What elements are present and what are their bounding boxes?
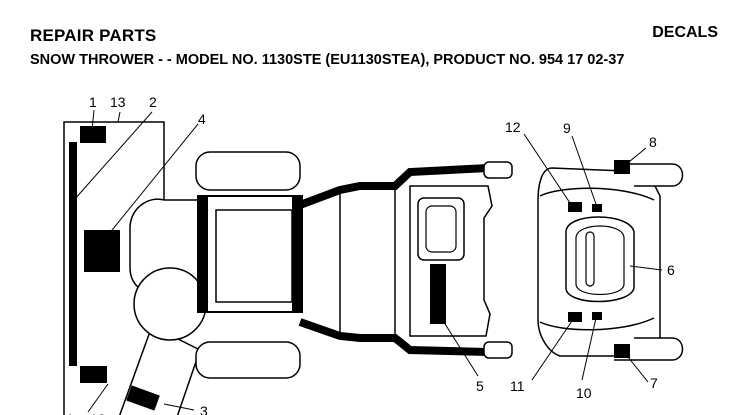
decal-1-bottom bbox=[80, 366, 107, 383]
decal-5 bbox=[430, 264, 446, 324]
callout-7: 7 bbox=[650, 375, 658, 391]
handle-frame bbox=[298, 161, 513, 359]
model-subtitle: SNOW THROWER - - MODEL NO. 1130STE (EU11… bbox=[30, 52, 625, 68]
callout-13-top: 13 bbox=[110, 94, 126, 110]
callout-5: 5 bbox=[476, 378, 484, 394]
decal-12 bbox=[568, 202, 582, 212]
leader-lines bbox=[73, 109, 663, 413]
discharge-chute-lower bbox=[119, 267, 207, 415]
decal-11 bbox=[568, 312, 582, 322]
auger-housing-panel bbox=[63, 121, 165, 415]
engine-body bbox=[195, 151, 303, 379]
decal-2-strip bbox=[69, 142, 77, 366]
decal-8 bbox=[614, 160, 630, 174]
callout-3: 3 bbox=[200, 403, 208, 415]
callout-2-top: 2 bbox=[149, 94, 157, 110]
callout-6: 6 bbox=[667, 262, 675, 278]
callout-4: 4 bbox=[198, 111, 206, 127]
callout-8: 8 bbox=[649, 134, 657, 150]
decal-4 bbox=[84, 230, 120, 272]
section-title: DECALS bbox=[652, 24, 718, 41]
dash-front-view bbox=[537, 160, 684, 361]
decal-10 bbox=[592, 312, 602, 320]
callout-1-bottom: 1 bbox=[66, 411, 74, 415]
decal-1-top bbox=[80, 126, 106, 143]
decal-9 bbox=[592, 204, 602, 212]
decal-3 bbox=[126, 385, 160, 411]
callout-11: 11 bbox=[510, 378, 525, 394]
callout-1-top: 1 bbox=[89, 94, 97, 110]
page-title: REPAIR PARTS bbox=[30, 26, 157, 45]
control-panel bbox=[409, 185, 493, 337]
callout-9: 9 bbox=[563, 120, 571, 136]
callout-12: 12 bbox=[505, 119, 521, 135]
callout-13-bottom: 13 bbox=[90, 411, 106, 415]
callout-10: 10 bbox=[576, 385, 592, 401]
callout-numbers: 1 13 2 4 12 9 8 6 5 11 10 7 1 13 3 bbox=[66, 94, 675, 415]
